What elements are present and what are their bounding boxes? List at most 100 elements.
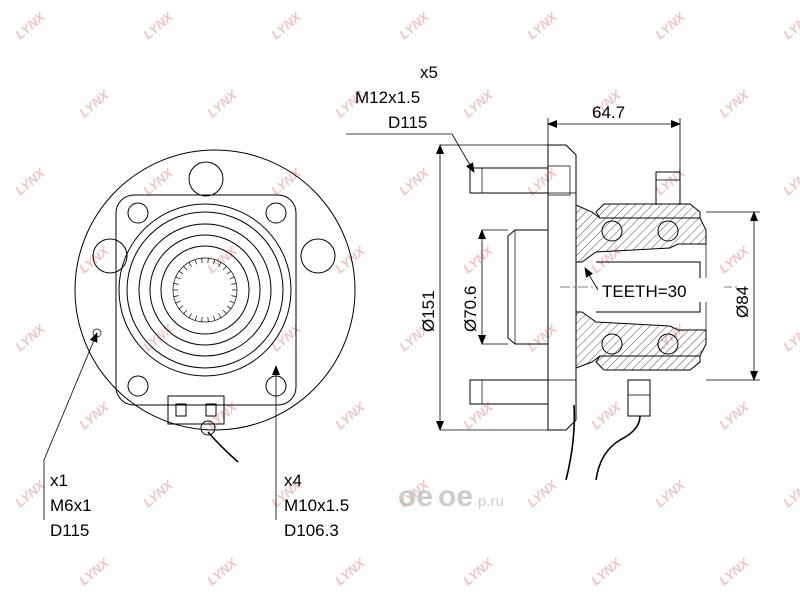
abs-sensor-tab-right: [205, 403, 217, 417]
mount-bolt-circle: D106.3: [284, 521, 339, 540]
spline-tooth: [222, 309, 227, 315]
lynx-watermark: LYNX: [652, 8, 688, 42]
stud-circle: D115: [388, 113, 427, 132]
hub-section-upper: [575, 204, 707, 263]
lynx-watermark: LYNX: [396, 164, 432, 198]
wheel-stud-top: [469, 167, 549, 194]
stud-callout-leader: [451, 133, 475, 173]
side-sensor-cable: [595, 415, 641, 481]
mount-bolt-hole-tl: [127, 202, 149, 224]
side-view: [346, 118, 760, 481]
spline-tooth: [173, 283, 179, 285]
oeoep-watermark-brand-2: oe: [438, 480, 473, 513]
lynx-watermark: LYNX: [780, 476, 800, 510]
spline-tooth: [207, 316, 209, 322]
flange-dia-label: Ø151: [419, 290, 438, 332]
lynx-watermark: LYNX: [588, 398, 624, 432]
abs-sensor-tab-left: [175, 403, 187, 417]
front-view: [43, 149, 356, 520]
spline-tooth: [207, 258, 209, 264]
pilot-dia-label: Ø70.6: [461, 286, 480, 332]
lynx-watermark: LYNX: [652, 476, 688, 510]
lynx-watermark: LYNX: [588, 554, 624, 588]
spline-tooth: [201, 258, 203, 264]
spline-tooth: [226, 305, 232, 310]
wheel-flange: [547, 144, 577, 431]
mount-bolt-thread: M10x1.5: [284, 496, 349, 515]
lynx-watermark: LYNX: [460, 398, 496, 432]
bearing-dia-label: Ø84: [733, 286, 752, 318]
pilot-hub: [507, 229, 548, 345]
lynx-watermark: LYNX: [460, 554, 496, 588]
spline-tooth: [173, 295, 179, 297]
lynx-watermark: LYNX: [524, 476, 560, 510]
abs-sensor-plug: [200, 420, 216, 436]
lynx-watermark: LYNX: [780, 8, 800, 42]
spline-tooth: [183, 265, 188, 271]
lynx-watermark: LYNX: [140, 164, 176, 198]
oeoep-watermark-brand: oe: [398, 480, 433, 513]
lynx-watermark: LYNX: [140, 476, 176, 510]
hub-ring-1: [118, 203, 292, 377]
lynx-watermark: LYNX: [460, 242, 496, 276]
hub-ring-4: [149, 234, 261, 346]
stud-hole-right: [300, 238, 336, 274]
hub-section-lower: [575, 311, 707, 369]
sensor-bolt-qty: x1: [50, 471, 68, 490]
spline-tooth: [218, 262, 222, 267]
lynx-watermark: LYNX: [716, 242, 752, 276]
lynx-watermark: LYNX: [524, 320, 560, 354]
spline-tooth: [231, 283, 237, 285]
lynx-watermark: LYNX: [12, 320, 48, 354]
spline-tooth: [213, 315, 216, 321]
spline-tooth: [188, 262, 192, 267]
hub-ring-5: [160, 245, 250, 335]
wheel-stud-bottom: [469, 379, 549, 405]
spline-teeth: [173, 258, 237, 322]
sensor-bolt-callout: x1 M6x1 D115: [50, 471, 92, 540]
spline-tooth: [188, 313, 192, 318]
lynx-watermark: LYNX: [204, 554, 240, 588]
side-sensor-body: [627, 379, 651, 417]
lynx-watermark: LYNX: [780, 164, 800, 198]
teeth-label-bg: [598, 278, 724, 302]
spline-tooth: [175, 300, 181, 304]
sensor-bolt-leader: [43, 332, 98, 461]
side-cable-2: [565, 404, 576, 481]
lynx-watermark: LYNX: [332, 242, 368, 276]
mount-ear: [655, 171, 681, 205]
lynx-watermark: LYNX: [140, 8, 176, 42]
mount-bolt-callout: x4 M10x1.5 D106.3: [284, 471, 349, 540]
lynx-watermark: LYNX: [332, 398, 368, 432]
spline-tooth: [194, 259, 197, 265]
lynx-watermark: LYNX: [268, 8, 304, 42]
abs-sensor-housing: [167, 395, 225, 425]
sensor-bolt-thread: M6x1: [50, 496, 92, 515]
lynx-watermark: LYNX: [716, 86, 752, 120]
lynx-watermark: LYNX: [12, 164, 48, 198]
spline-tooth: [194, 315, 197, 321]
lynx-watermark: LYNX: [268, 320, 304, 354]
lynx-watermark: LYNX: [460, 86, 496, 120]
bearing-ball-3: [601, 333, 623, 355]
lynx-watermark: LYNX: [396, 8, 432, 42]
spline-gear: [172, 257, 238, 323]
sensor-bolt-circle: D115: [50, 521, 89, 540]
lynx-watermark: LYNX: [780, 320, 800, 354]
hub-ring-2: [126, 211, 284, 369]
outer-race-lower: [595, 355, 701, 371]
spline-tooth: [201, 316, 203, 322]
bearing-ball-2: [657, 220, 679, 242]
spline-tooth: [213, 259, 216, 265]
lynx-watermark: LYNX: [204, 398, 240, 432]
oeoep-watermark-suffix: p.ru: [478, 493, 504, 510]
oeoep-watermark-logo: oe oe p.ru: [398, 480, 504, 513]
spline-tooth: [229, 276, 235, 280]
stud-hole-left: [92, 238, 128, 274]
spline-tooth: [231, 295, 237, 297]
lynx-watermark: LYNX: [204, 242, 240, 276]
lynx-watermark: LYNX: [716, 554, 752, 588]
lynx-watermark: LYNX: [12, 476, 48, 510]
stud-callout: x5 M12x1.5 D115: [355, 63, 438, 132]
teeth-leader: [584, 267, 599, 291]
